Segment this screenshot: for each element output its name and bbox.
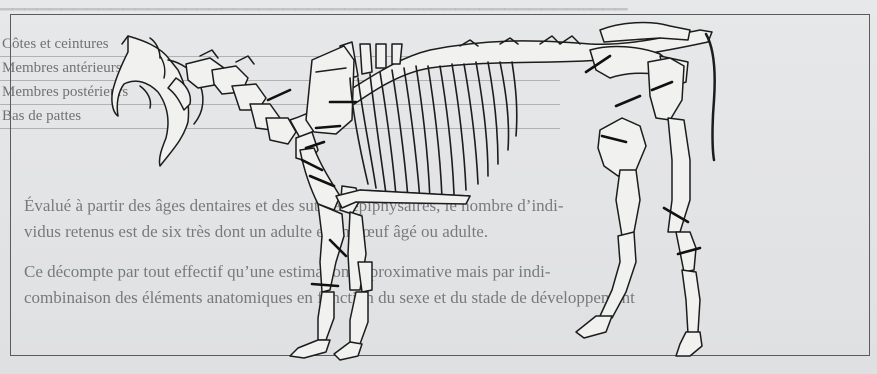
skull <box>112 36 203 166</box>
tail <box>706 34 715 160</box>
scapula <box>306 46 354 134</box>
front-leg <box>290 132 372 360</box>
hind-leg <box>576 58 702 356</box>
